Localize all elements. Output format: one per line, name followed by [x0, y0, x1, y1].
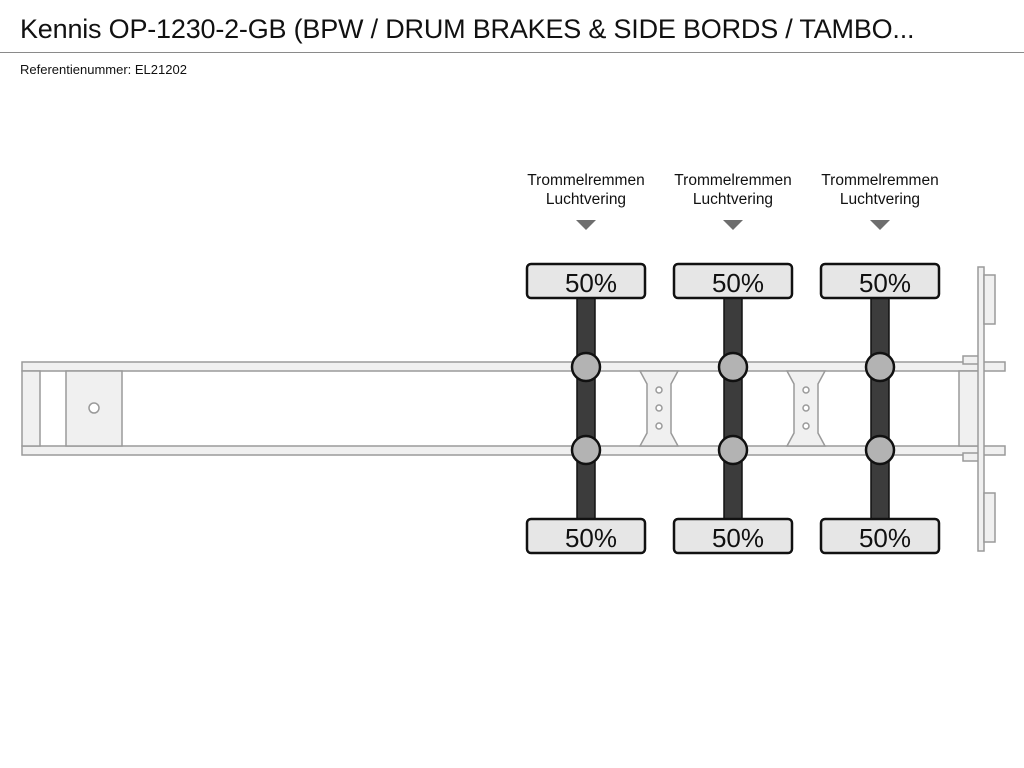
axle-hub [717, 434, 749, 466]
tire-tread-percent: 50% [859, 523, 911, 553]
axle-marker-icon [576, 220, 596, 230]
axle-shaft [870, 295, 890, 523]
tire-top [672, 262, 794, 300]
tire-top [819, 262, 941, 300]
axle-hub [570, 434, 602, 466]
front-crossmember [958, 370, 980, 447]
axle-hub [717, 351, 749, 383]
axle-shaft [723, 295, 743, 523]
axle-suspension-label: Luchtvering [693, 191, 773, 208]
landing-gear-bar [977, 266, 985, 552]
axle-brake-label: Trommelremmen [821, 172, 938, 189]
axle: Trommelremmen Luchtvering 50% 50% [819, 172, 941, 555]
tire-tread-percent: 50% [859, 268, 911, 298]
tire-tread-percent: 50% [712, 268, 764, 298]
frame-rail-top [21, 361, 1006, 372]
axle-marker-icon [870, 220, 890, 230]
axle-suspension-label: Luchtvering [546, 191, 626, 208]
title-divider [0, 52, 1024, 53]
rear-crossmember [21, 370, 41, 447]
reference-number: Referentienummer: EL21202 [20, 62, 187, 77]
axle-hub [864, 351, 896, 383]
tire-tread-percent: 50% [712, 523, 764, 553]
tire-bottom [672, 517, 794, 555]
landing-gear-foot-bottom [983, 492, 996, 543]
rear-plate-bolt [88, 402, 100, 414]
frame-rail-bottom [21, 445, 1006, 456]
axle-suspension-label: Luchtvering [840, 191, 920, 208]
axle-brake-label: Trommelremmen [527, 172, 644, 189]
axle: Trommelremmen Luchtvering 50% 50% [525, 172, 647, 555]
axle: Trommelremmen Luchtvering 50% 50% [672, 172, 794, 555]
brace-hole [802, 422, 810, 430]
tire-tread-percent: 50% [565, 523, 617, 553]
tire-bottom [819, 517, 941, 555]
axle-shaft [576, 295, 596, 523]
brace-hole [802, 386, 810, 394]
page-title: Kennis OP-1230-2-GB (BPW / DRUM BRAKES &… [20, 14, 915, 44]
brace-hole [655, 404, 663, 412]
axle-brake-label: Trommelremmen [674, 172, 791, 189]
tire-tread-percent: 50% [565, 268, 617, 298]
landing-gear-foot-top [983, 274, 996, 325]
brace-hole [655, 386, 663, 394]
brace-hole [802, 404, 810, 412]
axle-hub [570, 351, 602, 383]
tire-bottom [525, 517, 647, 555]
axle-marker-icon [723, 220, 743, 230]
brace-hole [655, 422, 663, 430]
trailer-chassis [21, 266, 1006, 552]
axle-hub [864, 434, 896, 466]
tire-top [525, 262, 647, 300]
